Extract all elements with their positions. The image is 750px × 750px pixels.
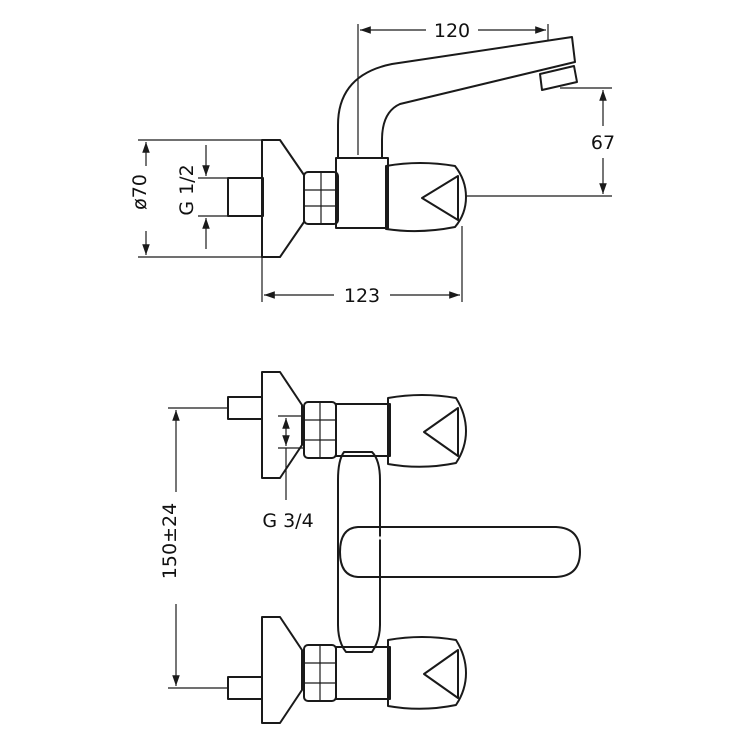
top-inlet-nipple [227,177,264,217]
bottom-upper-flange [261,371,303,479]
top-handle [385,162,467,233]
dim-centre-distance: 150±24 [159,503,181,579]
dim-spout-height: 67 [591,132,615,154]
top-dimensions: 120 67 ø70 G 1/2 123 [129,20,615,307]
bottom-lower-inlet-nipple [227,676,263,700]
top-spout-aerator [539,65,578,91]
dim-inlet-thread-bottom: G 3/4 [262,510,313,532]
dim-diameter: ø70 [129,174,151,210]
bottom-upper-hex-nut [303,401,337,459]
bottom-spout [339,526,581,578]
bottom-lower-hex-nut [303,644,337,702]
dim-overall-depth: 123 [344,285,380,307]
bottom-faucet-view [227,371,581,724]
bottom-lower-flange [261,616,303,724]
bottom-upper-valve-body [335,403,391,457]
top-wall-flange [261,139,305,258]
dim-spout-reach: 120 [434,20,470,42]
top-hex-nut [303,171,339,225]
bottom-upper-handle [387,394,467,468]
top-mixer-body [335,157,389,229]
bottom-lower-handle [387,636,467,710]
dim-inlet-thread-top: G 1/2 [176,164,198,215]
top-spout [337,36,576,159]
top-faucet-side-view [227,36,578,258]
bottom-lower-valve-body [335,646,391,700]
bottom-dimensions: 150±24 G 3/4 [159,407,314,689]
bottom-connecting-body [337,451,381,653]
bottom-upper-inlet-nipple [227,396,263,420]
